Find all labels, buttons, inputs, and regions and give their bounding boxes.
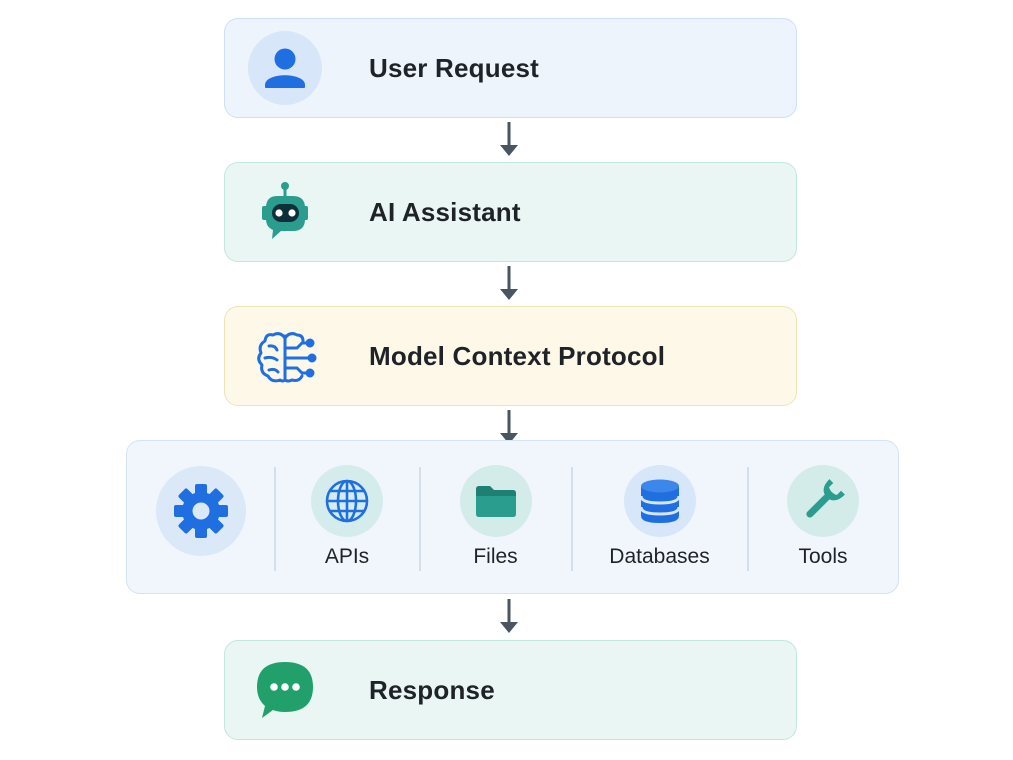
user-request-label: User Request <box>369 52 540 83</box>
service-tools: Tools <box>748 441 898 593</box>
robot-icon <box>247 174 323 250</box>
chat-bubble-icon <box>247 652 323 728</box>
database-icon <box>623 465 696 537</box>
divider <box>747 467 749 571</box>
user-request-box: User Request <box>224 18 797 118</box>
service-files: Files <box>420 441 571 593</box>
divider <box>571 467 573 571</box>
arrow-down-icon <box>500 599 518 633</box>
divider <box>274 467 276 571</box>
mcp-box: Model Context Protocol <box>224 306 797 406</box>
globe-icon <box>311 465 383 537</box>
mcp-label: Model Context Protocol <box>369 340 666 371</box>
service-tools-label: Tools <box>798 545 848 568</box>
services-box: APIs Files Databases <box>126 440 899 594</box>
service-databases-label: Databases <box>609 545 710 568</box>
ai-assistant-box: AI Assistant <box>224 162 797 262</box>
response-label: Response <box>369 674 495 705</box>
service-databases: Databases <box>572 441 747 593</box>
arrow-down-icon <box>500 410 518 444</box>
gear-icon <box>156 466 246 556</box>
response-box: Response <box>224 640 797 740</box>
brain-circuit-icon <box>247 318 323 394</box>
arrow-down-icon <box>500 122 518 156</box>
service-apis-label: APIs <box>324 545 370 568</box>
ai-assistant-label: AI Assistant <box>369 196 521 227</box>
divider <box>419 467 421 571</box>
arrow-down-icon <box>500 266 518 300</box>
wrench-icon <box>787 465 859 537</box>
service-files-label: Files <box>473 545 518 568</box>
folder-icon <box>459 465 532 537</box>
user-icon <box>247 30 323 106</box>
services-hub <box>127 441 275 593</box>
service-apis: APIs <box>275 441 419 593</box>
